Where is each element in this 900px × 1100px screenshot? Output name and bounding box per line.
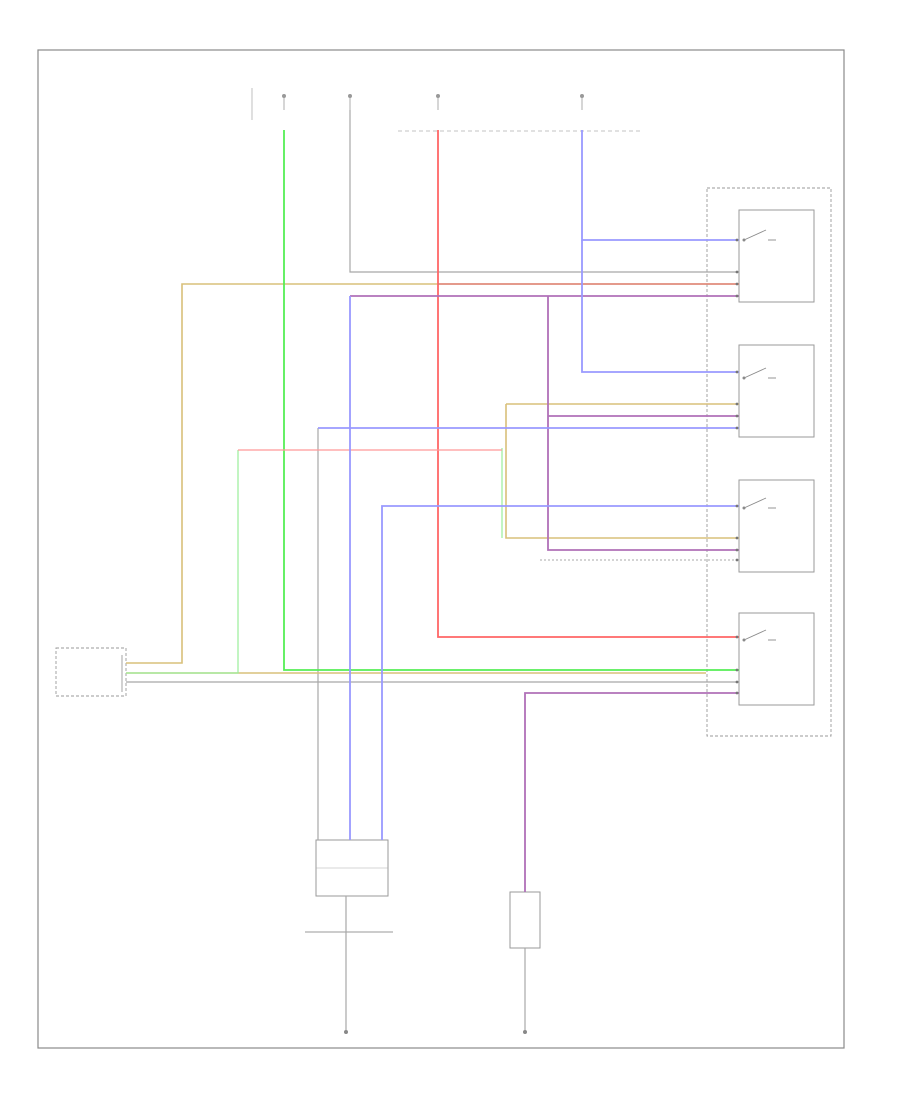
fuse-1-icon [282, 94, 286, 110]
tan-wires [126, 283, 739, 674]
relay-1 [738, 209, 815, 303]
fuse-3-icon [436, 94, 440, 110]
green-wires [283, 130, 739, 671]
relay-3 [738, 479, 815, 573]
ground-2-icon [523, 1030, 527, 1034]
fuse-2-icon [348, 94, 352, 110]
diagram-frame [37, 49, 845, 1049]
fuse-block-area [251, 88, 640, 132]
purple-wires [350, 295, 739, 892]
relay-2 [738, 344, 815, 438]
relay-terminal-arrows [735, 238, 739, 695]
pressure-switch [509, 891, 541, 1034]
gray-wires [126, 110, 739, 840]
red-wires [437, 130, 739, 638]
ground-1-icon [344, 1030, 348, 1034]
fuse-4-icon [580, 94, 584, 110]
light-green-wires [126, 448, 503, 674]
relay-box-enclosure [706, 187, 832, 737]
engine-control-module [55, 647, 127, 697]
relay-4 [738, 612, 815, 706]
blue-wires [318, 130, 739, 840]
bottom-connector [305, 839, 393, 1034]
